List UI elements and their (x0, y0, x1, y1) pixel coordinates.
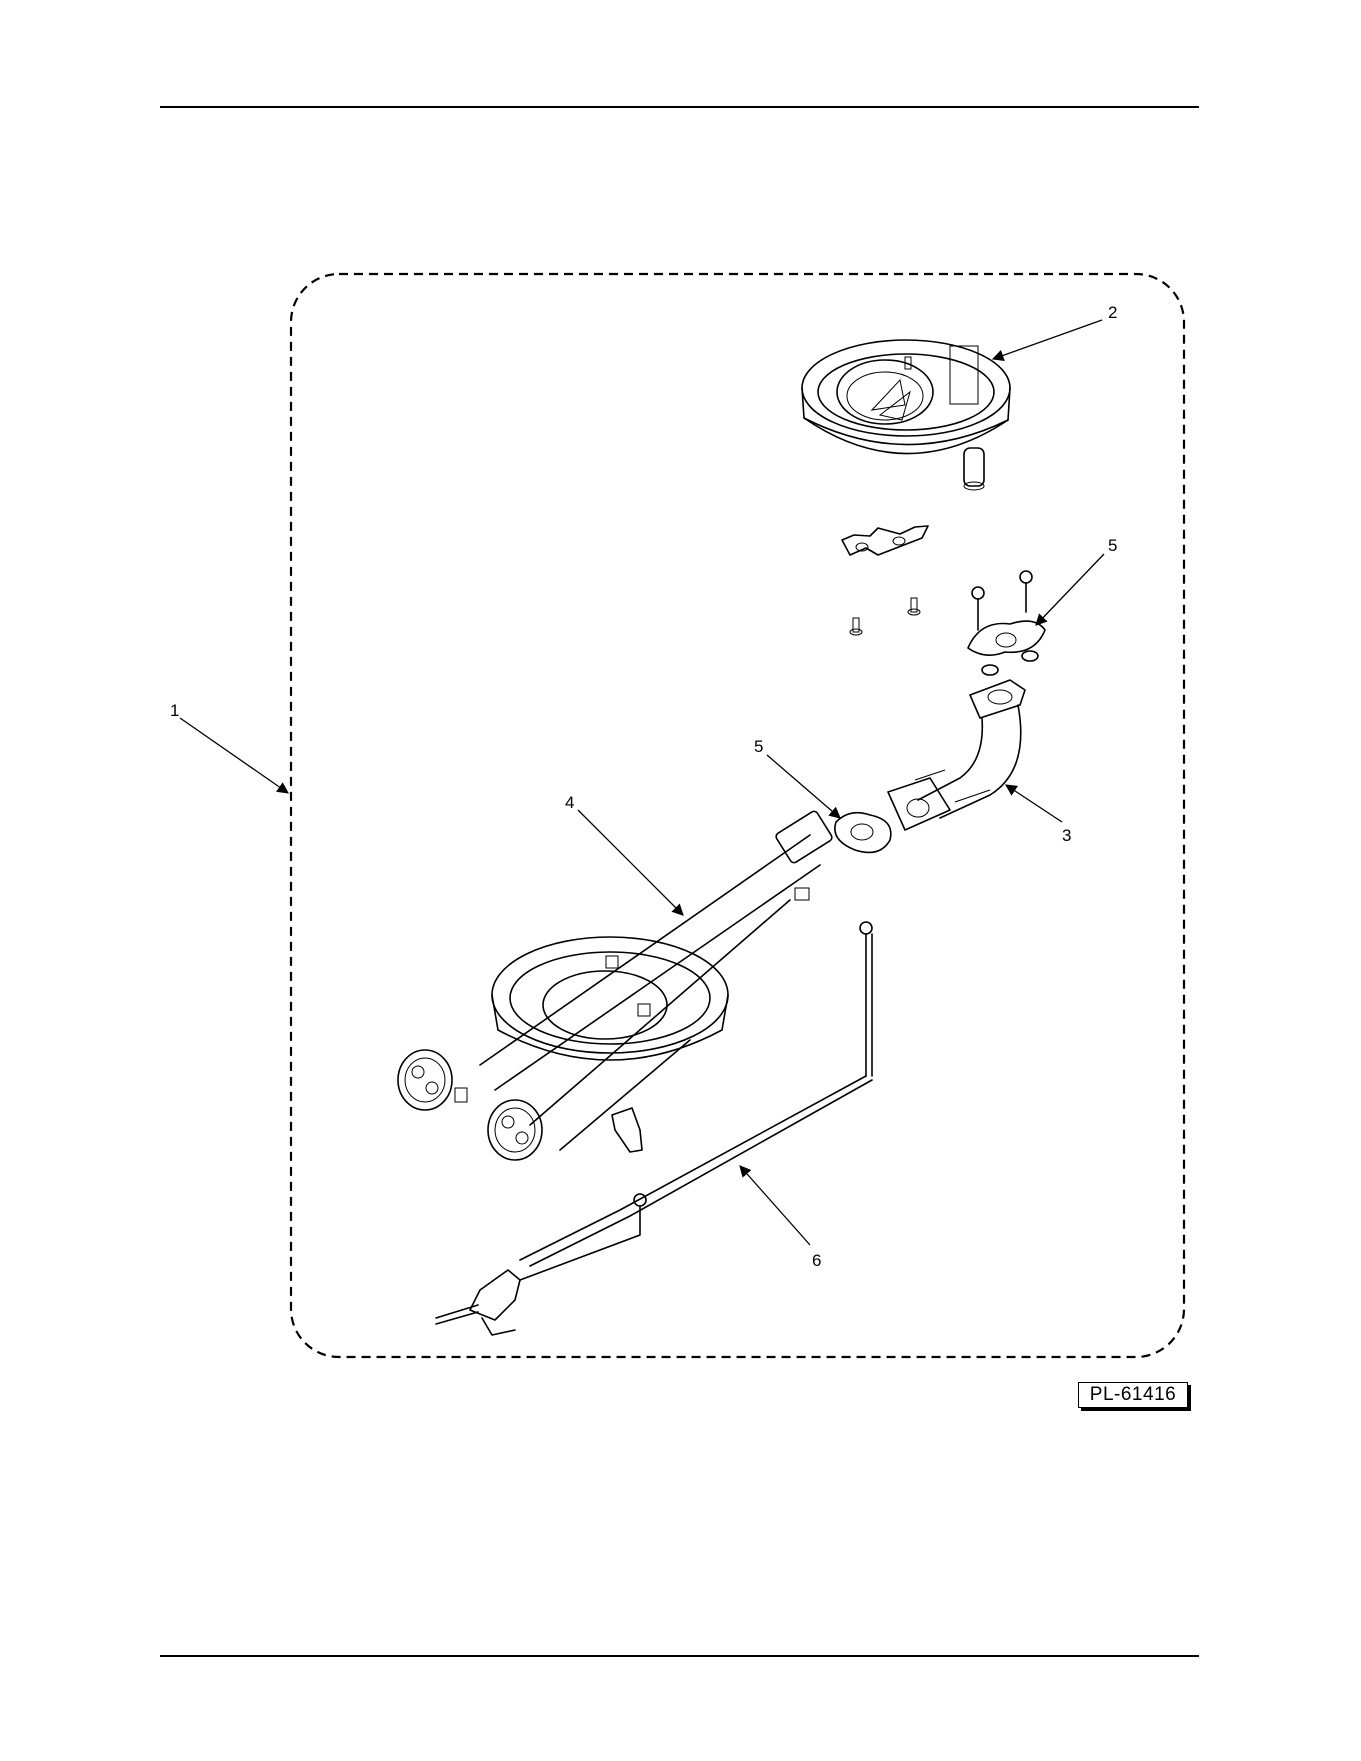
upper-burner-ring (802, 340, 1010, 490)
callout-item1: 1 (170, 701, 179, 720)
callout-item5-upper: 5 (1108, 536, 1117, 555)
callout-item5-lower: 5 (754, 737, 763, 756)
callout-item6: 6 (812, 1251, 821, 1270)
leader-item2 (993, 320, 1102, 359)
leader-item1 (180, 718, 288, 793)
leader-item4 (578, 810, 683, 915)
mounting-bracket (842, 526, 928, 555)
gasket-upper (968, 621, 1045, 655)
leader-item5-upper (1036, 554, 1104, 625)
callout-item3: 3 (1062, 826, 1071, 845)
callout-item2: 2 (1108, 303, 1117, 322)
leader-item5-lower (767, 755, 840, 818)
callout-item4: 4 (565, 793, 574, 812)
small-screws (850, 598, 920, 635)
gasket-lower (835, 813, 891, 853)
leader-item6 (740, 1166, 810, 1245)
elbow-pipe (888, 680, 1025, 830)
leader-item3 (1006, 785, 1062, 822)
assembly-boundary (291, 274, 1184, 1357)
lower-burner-assembly (398, 810, 833, 1160)
drawing-number-label: PL-61416 (1078, 1382, 1188, 1408)
footer-rule (160, 1655, 1199, 1657)
